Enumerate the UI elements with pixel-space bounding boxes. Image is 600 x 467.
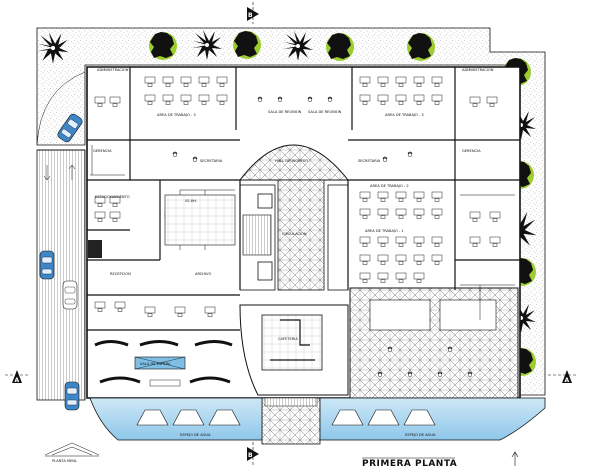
car-icon	[64, 381, 80, 411]
drawing-title: PRIMERA PLANTA	[362, 459, 457, 467]
room-label: SECRETARIA	[200, 159, 223, 163]
section-marker-right: A	[548, 370, 578, 384]
room-label: ADMINISTRACION	[97, 68, 129, 72]
north-arrow-icon	[511, 451, 519, 466]
terrace-left-label: ESPEJO DE AGUA	[180, 433, 211, 437]
room-label: GERENCIA	[93, 149, 112, 153]
section-label: A	[15, 377, 20, 384]
room-labels: ADMINISTRACION ADMINISTRACION AREA DE TR…	[93, 68, 494, 366]
section-label: B	[248, 452, 253, 459]
room-label: CAFETERIA	[278, 337, 298, 341]
room-label: AREA DE TRABAJO - 1	[365, 229, 404, 233]
toilet-block	[164, 194, 236, 246]
section-marker-bottom: B	[247, 442, 259, 465]
stair	[242, 214, 272, 256]
logo-text: PLANTA MENL	[52, 459, 77, 463]
car-icon	[39, 250, 55, 280]
room-label: HALL DE INGRESO	[275, 159, 308, 163]
room-label: ADMINISTRACION	[462, 68, 494, 72]
tree-icon	[326, 33, 354, 61]
room-label: SALA DE ESPERA	[140, 362, 171, 366]
room-label: AREA DE TRABAJO - 2	[370, 184, 409, 188]
interior-walls	[87, 67, 520, 331]
room-label: SS.HH.	[185, 199, 197, 203]
room-label: ESTACIONAMIENTO	[95, 195, 130, 199]
room-label: SALA DE REUNION	[268, 110, 302, 114]
section-label: A	[565, 377, 570, 384]
tree-icon	[149, 32, 177, 60]
logo: PLANTA MENL	[44, 442, 100, 463]
car-icon	[62, 280, 78, 310]
water-feature-right: ESPEJO DE AGUA	[319, 397, 546, 441]
section-marker-top: B	[247, 2, 259, 24]
room-label: SALA DE REUNION	[308, 110, 342, 114]
section-label: B	[248, 12, 253, 19]
room-label: CIRCULACION	[282, 232, 307, 236]
room-label: AREA DE TRABAJO - 3	[157, 113, 196, 117]
section-marker-left: A	[5, 370, 30, 384]
tree-icon	[233, 31, 261, 59]
terrace-right-label: ESPEJO DE AGUA	[405, 433, 436, 437]
room-label: RECEPCION	[110, 272, 131, 276]
room-label: SECRETARIA	[358, 159, 381, 163]
hall-dome	[238, 144, 350, 181]
tree-icon	[407, 33, 435, 61]
lobby-furniture	[94, 340, 233, 387]
water-feature-left: ESPEJO DE AGUA	[89, 397, 263, 441]
room-label: GERENCIA	[462, 149, 481, 153]
room-label: AREA DE TRABAJO - 3	[385, 113, 424, 117]
room-label: ARCHIVO	[195, 272, 211, 276]
